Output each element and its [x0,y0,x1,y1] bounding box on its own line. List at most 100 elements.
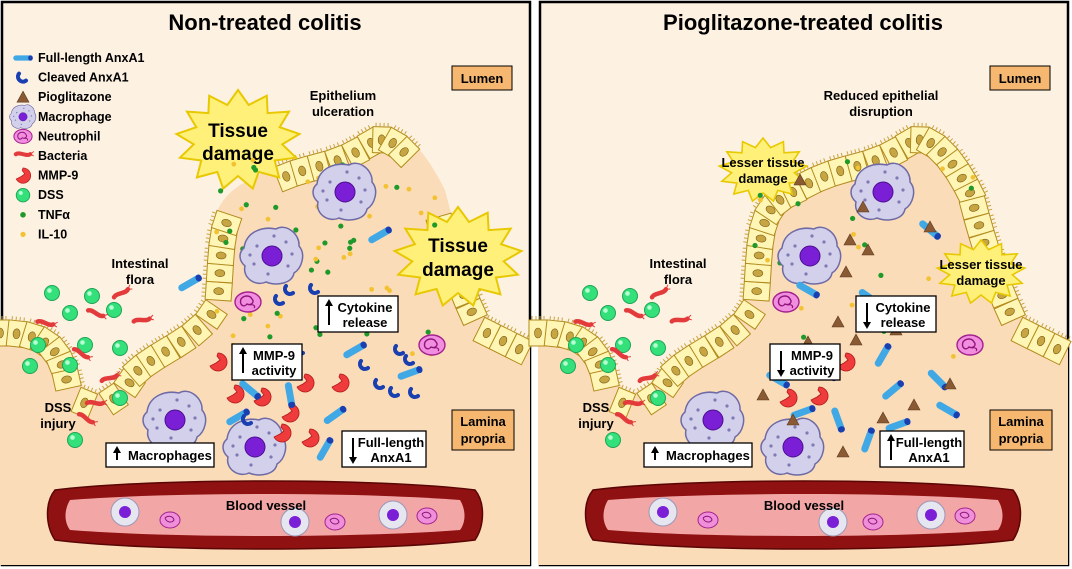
dss-injury-label-line1: DSS [583,400,610,415]
il10-dot [856,244,861,250]
il10-dot [231,161,237,167]
legend-label: Neutrophil [38,129,101,143]
tnfa-dot [338,223,344,229]
macrophages-box: Macrophages [643,442,753,468]
epithelium-label-line1: Reduced epithelial [824,88,939,103]
macrophage [680,390,745,449]
legend-item: DSS [15,187,64,203]
macrophages-box: Macrophages [105,442,215,468]
dss-particle [112,390,128,406]
legend-label: MMP-9 [38,169,78,183]
neutrophil [956,334,984,356]
epithelium-label-line2: ulceration [312,104,374,119]
tnfa-dot [394,184,400,190]
il10-dot [278,313,283,319]
full-length-anxa1-box-label-line1: Full-length [358,435,424,450]
panel-non-treated: Non-treated colitisLumenLaminapropriaEpi… [0,0,534,567]
neutrophil [324,513,346,531]
neutrophil [234,291,262,313]
il10-dot [316,245,322,251]
epithelium-label-line2: disruption [849,104,913,119]
legend-item: Full-length AnxA1 [13,51,145,65]
tissue-damage-secondary-label-line1: Tissue [428,236,488,257]
macrophages-box-arrow [113,446,121,460]
legend-item: Neutrophil [13,128,101,144]
tnfa-dot [850,215,856,222]
macrophage [239,226,304,285]
legend-label: Pioglitazone [38,90,112,104]
dss-particle [112,340,128,356]
il10-dot [418,210,424,216]
tnfa-dot [757,192,763,198]
dss-particle [106,302,122,318]
il10-dot [410,351,415,357]
tnfa-dot [313,325,319,331]
full-length-anxa1-box-label-line2: AnxA1 [908,450,949,465]
tissue-damage-label-line1: Tissue [208,121,268,142]
tnfa-dot [878,272,884,278]
tnfa-dot [347,245,353,251]
il10-dot [347,251,353,257]
macrophage [142,390,207,449]
legend-item: IL-10 [20,227,67,241]
panel-title: Pioglitazone-treated colitis [663,10,943,35]
dss-particle [568,337,584,353]
legend-item: TNFα [20,208,70,222]
lesser-damage-secondary-label-line2: damage [956,273,1005,288]
white-blood-cell [916,500,946,530]
neutrophil [862,513,884,531]
dss-particle [62,357,78,373]
dss-particle [605,432,621,448]
legend-label: IL-10 [38,227,67,241]
tnfa-dot [274,310,280,316]
tnfa-icon [20,212,26,218]
il10-dot [250,157,256,163]
macrophage [312,162,377,221]
il10-dot [305,179,311,185]
legend-item: Macrophage [9,104,112,129]
flora-label-line2: flora [664,272,693,287]
dss-injury-label-line1: DSS [45,400,72,415]
neutrophil [697,511,719,529]
white-blood-cell [110,497,140,527]
il10-dot [849,302,855,308]
neutrophil [416,507,438,525]
cytokine-release-box-label-line2: release [881,315,926,330]
legend-label: DSS [38,188,64,202]
dss-particle [84,288,100,304]
tnfa-dot [351,237,357,243]
tnfa-dot [844,159,851,165]
tnfa-dot [862,242,868,248]
il10-dot [369,286,375,292]
tnfa-dot [322,240,328,246]
epithelial-cell-layer [528,122,1072,419]
full-length-anxa1-box-arrow [887,434,895,460]
dss-particle [582,285,598,301]
il10-dot [940,166,945,172]
tnfa-dot [273,204,279,210]
panel-pioglitazone-treated: Pioglitazone-treated colitisLumenLaminap… [528,0,1072,567]
cytokine-release-box-arrow [325,299,333,325]
legend-item: Pioglitazone [16,90,112,104]
il10-dot [970,174,976,180]
dss-particle [600,305,616,321]
il10-dot [341,255,347,260]
blood-vessel: Blood vessel [584,480,1022,550]
il10-dot [265,323,271,329]
il10-dot [247,312,253,317]
il10-dot [757,197,763,203]
dss-injury-label-line2: injury [40,416,76,431]
tnfa-dot [218,188,224,194]
tnfa-dot [308,267,315,273]
il10-dot [230,333,236,339]
legend-label: Cleaved AnxA1 [38,71,129,85]
mmp9-activity-box-label-line2: activity [790,363,836,378]
il10-dot [950,353,956,359]
